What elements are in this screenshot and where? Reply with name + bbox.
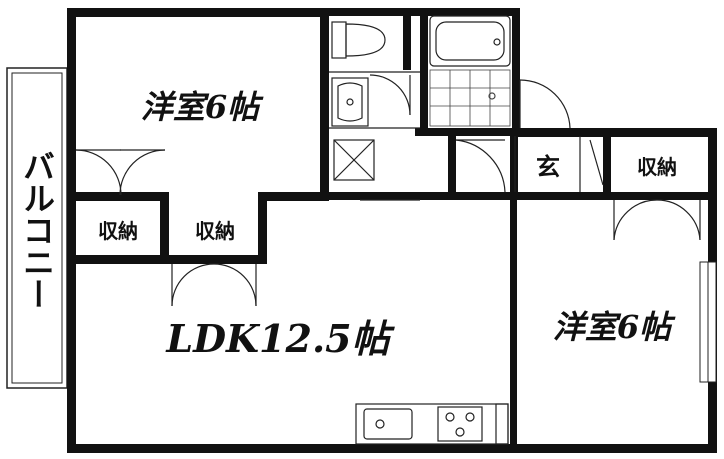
balcony-label: バルコニー (18, 150, 56, 310)
doors (75, 74, 701, 307)
wash-basin (331, 77, 369, 127)
interior-walls (67, 8, 717, 450)
closet-label-left: 収納 (98, 219, 138, 243)
closet-label-right: 収納 (637, 155, 677, 179)
partition-lines (329, 71, 581, 201)
shower-floor (429, 69, 511, 127)
entrance-label: 玄 (536, 152, 560, 181)
room-label-western-top: 洋室6帖 (141, 88, 264, 126)
room-label-western-right: 洋室6帖 (553, 308, 676, 346)
toilet (331, 21, 386, 59)
room-label-ldk: LDK12.5帖 (165, 316, 395, 361)
windows (699, 261, 717, 383)
closet-label-middle: 収納 (195, 219, 235, 243)
bathtub (429, 15, 511, 67)
washing-machine (333, 139, 375, 181)
kitchen-counter (355, 403, 509, 445)
